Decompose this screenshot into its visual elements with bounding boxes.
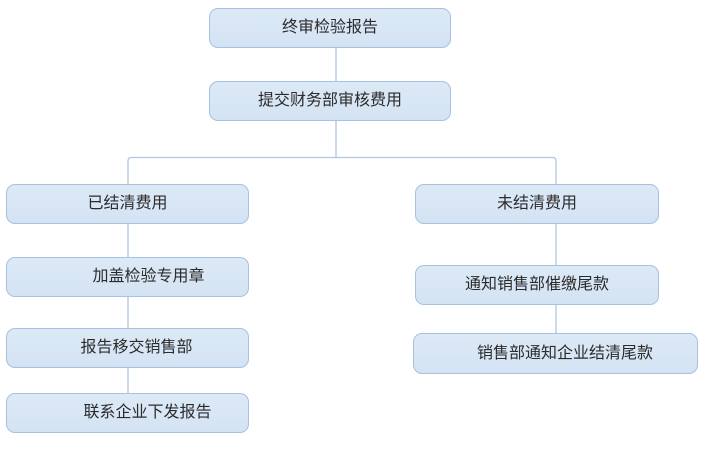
node-label: 已结清费用 [87, 195, 168, 212]
flow-node-submit-finance-review: 提交财务部审核费用 [209, 81, 451, 121]
node-label: 终审检验报告 [281, 19, 378, 36]
flow-node-final-inspection-report: 终审检验报告 [209, 8, 451, 48]
node-label: 销售部通知企业结清尾款 [476, 344, 653, 362]
node-label: 提交财务部审核费用 [257, 92, 402, 109]
node-label: 加盖检验专用章 [92, 268, 205, 285]
node-label: 通知销售部催缴尾款 [464, 276, 609, 293]
flow-node-sales-notify-company-settle-balance: 销售部通知企业结清尾款 [413, 333, 698, 374]
flow-node-contact-company-issue-report: 联系企业下发报告 [6, 393, 249, 433]
flow-node-notify-sales-collect-balance: 通知销售部催缴尾款 [415, 265, 659, 305]
node-label: 联系企业下发报告 [83, 404, 212, 421]
flow-node-fees-unsettled: 未结清费用 [415, 184, 659, 224]
flow-node-stamp-inspection-seal: 加盖检验专用章 [6, 257, 249, 297]
node-label: 报告移交销售部 [80, 339, 193, 356]
node-label: 未结清费用 [496, 195, 577, 212]
flow-node-fees-settled: 已结清费用 [6, 184, 249, 224]
flow-node-report-to-sales-dept: 报告移交销售部 [6, 328, 249, 368]
connector-branch [127, 156, 557, 184]
